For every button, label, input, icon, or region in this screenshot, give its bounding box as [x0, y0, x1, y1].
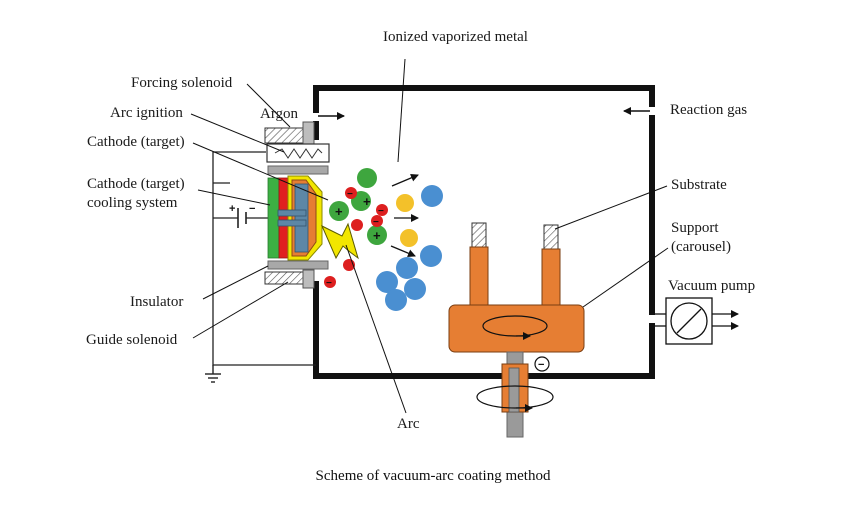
- bias-negative-sign: −: [538, 359, 544, 371]
- cooling-channel-2: [277, 219, 307, 227]
- cooling-channel: [277, 209, 307, 217]
- label-arc-ignition: Arc ignition: [110, 105, 183, 121]
- cathode-cooling-red: [278, 177, 289, 259]
- ion-sign: +: [335, 204, 343, 219]
- arc-bolt-icon: [320, 222, 359, 260]
- atom: [376, 271, 398, 293]
- figure-caption: Scheme of vacuum-arc coating method: [316, 468, 551, 484]
- ion: [357, 168, 377, 188]
- electron: [345, 187, 357, 199]
- pump-line: [655, 310, 739, 330]
- carousel-rotation-ellipse: [482, 315, 548, 337]
- label-cathode-cooling-1: Cathode (target): [87, 176, 185, 192]
- electron: [371, 215, 383, 227]
- atom: [396, 194, 414, 212]
- guide-solenoid-insulator: [302, 269, 315, 289]
- atom: [396, 257, 418, 279]
- insulator-bottom: [267, 260, 329, 270]
- label-substrate: Substrate: [671, 177, 727, 193]
- atom: [385, 289, 407, 311]
- electron: [351, 219, 363, 231]
- shaft-core: [508, 367, 520, 413]
- ground-icon: [205, 365, 221, 383]
- bias-negative-icon: [534, 356, 550, 372]
- ion-sign: +: [373, 228, 381, 243]
- substrate-holder-left: [469, 246, 489, 308]
- particle-cloud: [324, 168, 443, 311]
- cathode-core: [294, 183, 309, 253]
- electron-sign: −: [373, 217, 379, 228]
- label-support: Support: [671, 220, 719, 236]
- electron: [324, 276, 336, 288]
- label-insulator: Insulator: [130, 294, 183, 310]
- label-argon: Argon: [260, 106, 299, 122]
- label-cathode-cooling-2: cooling system: [87, 195, 178, 211]
- electron-sign: −: [378, 206, 384, 217]
- substrate-left: [471, 222, 487, 248]
- ion-sign: +: [363, 194, 371, 209]
- label-forcing-solenoid: Forcing solenoid: [131, 75, 233, 91]
- label-guide-solenoid: Guide solenoid: [86, 332, 178, 348]
- forcing-solenoid-insulator: [302, 121, 315, 145]
- label-vacuum-pump: Vacuum pump: [668, 278, 755, 294]
- ion: [329, 201, 349, 221]
- substrate-holder-right: [541, 248, 561, 308]
- insulator-top: [267, 165, 329, 175]
- electron-sign: −: [347, 189, 353, 200]
- carousel-support: [448, 304, 585, 353]
- label-reaction-gas: Reaction gas: [670, 102, 747, 118]
- rotation-arrow-icon: [476, 385, 554, 409]
- motion-arrows: [390, 174, 419, 257]
- battery-plus-sign: +: [229, 203, 235, 215]
- label-cathode-target: Cathode (target): [87, 134, 185, 150]
- atom: [420, 245, 442, 267]
- label-ionized-vaporized-metal: Ionized vaporized metal: [383, 29, 528, 45]
- leader-lines: [190, 58, 669, 414]
- battery-icon: [237, 208, 247, 228]
- electron: [376, 204, 388, 216]
- cathode-cooling-green: [267, 177, 280, 259]
- vacuum-chamber: [313, 85, 655, 379]
- pump-rotor-line: [676, 308, 702, 334]
- battery-minus-sign: −: [249, 203, 255, 215]
- label-carousel: (carousel): [671, 239, 731, 255]
- atom: [421, 185, 443, 207]
- ion: [367, 225, 387, 245]
- atom: [404, 278, 426, 300]
- atom: [400, 229, 418, 247]
- label-arc: Arc: [397, 416, 420, 432]
- electron-sign: −: [326, 278, 332, 289]
- arc-ignition-unit: [266, 143, 330, 163]
